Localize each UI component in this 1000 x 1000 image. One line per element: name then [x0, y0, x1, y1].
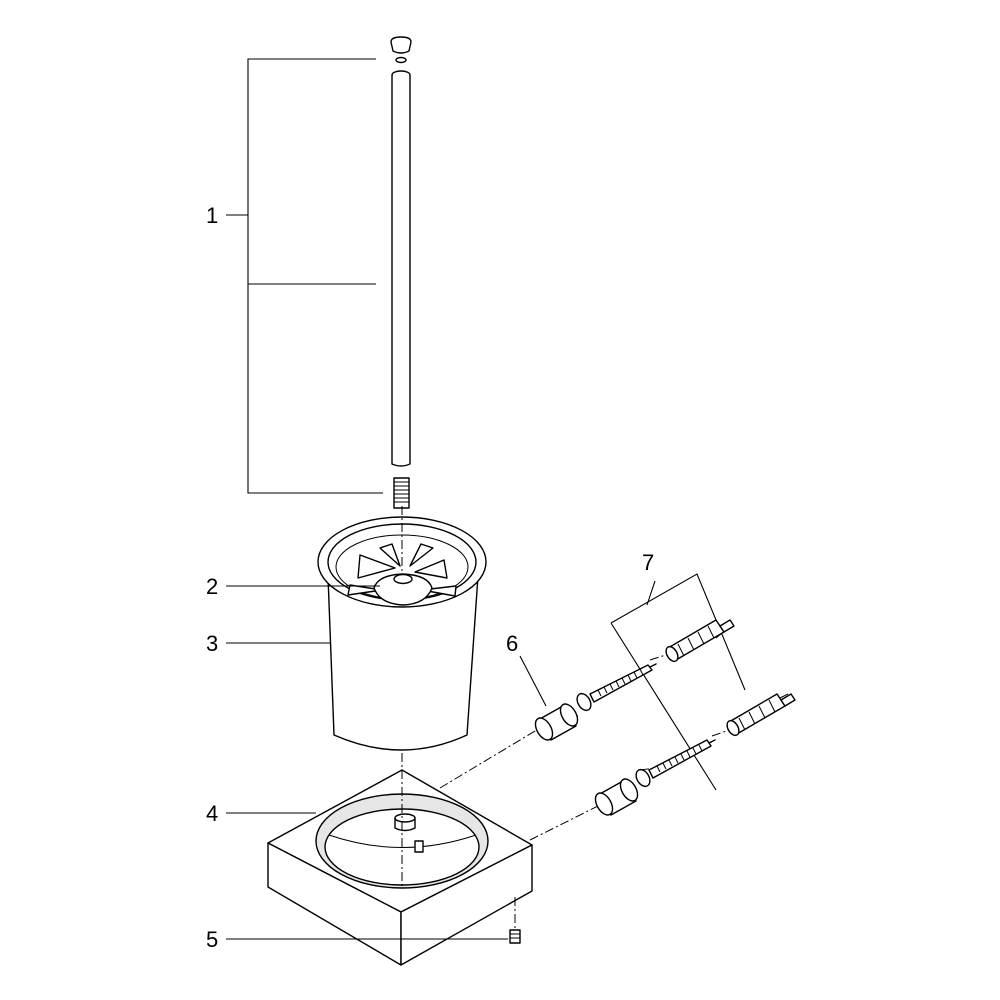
spacer-sleeve-upper: [534, 703, 579, 741]
part-6-spacer-sleeves: [534, 703, 639, 816]
wood-screw-upper: [576, 663, 657, 712]
part-3-bowl: [317, 516, 487, 751]
part-5-screw: [509, 929, 521, 944]
callout-4: 4: [206, 801, 218, 826]
callout-labels: 1 2 3 4 5 6 7: [206, 203, 654, 952]
callout-2: 2: [206, 574, 218, 599]
callout-3: 3: [206, 631, 218, 656]
leader-line-6: [519, 655, 547, 707]
part-2-brush-head: [347, 543, 457, 606]
wood-screw-lower: [635, 739, 716, 788]
wall-plug-upper: [665, 619, 735, 663]
part-1-brush-handle: [226, 36, 412, 509]
callout-1: 1: [206, 203, 218, 228]
callout-5: 5: [206, 927, 218, 952]
part-7-fixings: [576, 573, 796, 791]
callout-7: 7: [642, 550, 654, 575]
part-4-base: [267, 769, 533, 966]
leader-lines: [226, 585, 547, 940]
callout-6: 6: [506, 631, 518, 656]
spacer-sleeve-lower: [594, 778, 639, 816]
wall-plug-lower: [726, 693, 796, 737]
